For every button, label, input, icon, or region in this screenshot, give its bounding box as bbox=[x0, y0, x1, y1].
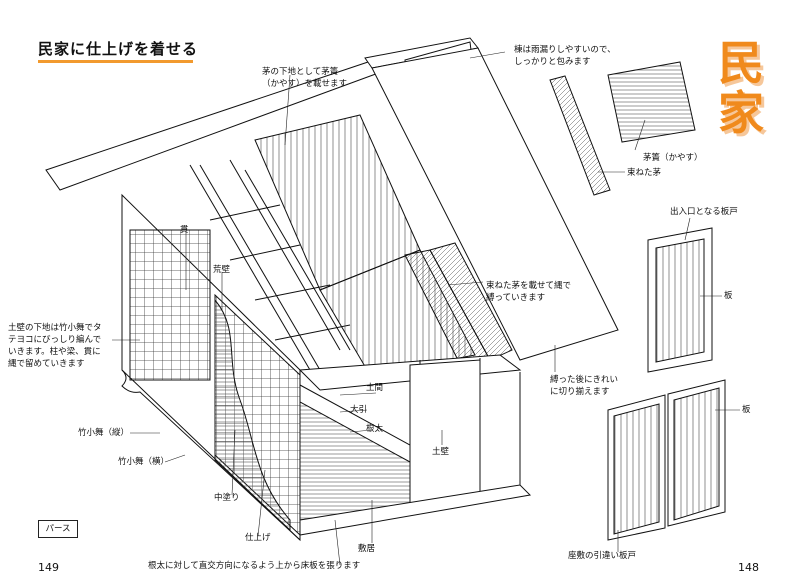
label-tsuchikabe: 土壁 bbox=[432, 447, 450, 457]
label-sliding: 座敷の引違い板戸 bbox=[568, 551, 637, 561]
label-neda: 根太 bbox=[366, 424, 384, 434]
label-nakanuri: 中塗り bbox=[214, 493, 240, 503]
label-tsuchikabe-note: 土壁の下地は竹小舞でタ テヨコにびっしり編んで いきます。柱や梁、貫に 縄で留め… bbox=[8, 323, 102, 369]
label-arakabe: 荒壁 bbox=[213, 265, 231, 275]
label-ridge: 棟は雨漏りしやすいので、 しっかりと包みます bbox=[514, 45, 616, 67]
label-doma: 土間 bbox=[366, 383, 384, 393]
label-ita-1: 板 bbox=[724, 291, 733, 301]
label-shikii: 敷居 bbox=[358, 544, 376, 554]
label-nuki: 貫 bbox=[180, 225, 189, 235]
label-ita-2: 板 bbox=[742, 405, 751, 415]
label-kayasu: 茅簀（かやす） bbox=[643, 153, 703, 163]
label-komai-v: 竹小舞（縦） bbox=[78, 428, 130, 438]
side-title-char-2: 家 bbox=[718, 86, 764, 140]
label-door-top: 出入口となる板戸 bbox=[670, 207, 738, 217]
side-title-char-1: 民 bbox=[718, 36, 764, 90]
page-number-right: 148 bbox=[738, 561, 759, 574]
label-tabane-rope: 束ねた茅を載せて縄で 縛っていきます bbox=[486, 281, 572, 303]
page-number-left: 149 bbox=[38, 561, 59, 574]
label-kaya-base: 茅の下地として茅簀 （かやす）を載せます bbox=[262, 67, 348, 89]
title-underline bbox=[38, 60, 193, 63]
label-komai-h: 竹小舞（横） bbox=[118, 457, 170, 467]
label-tabane: 束ねた茅 bbox=[627, 168, 662, 178]
perspective-badge: パース bbox=[38, 520, 78, 538]
label-trim: 縛った後にきれい に切り揃えます bbox=[550, 375, 619, 397]
label-floor-note: 根太に対して直交方向になるよう上から床板を張ります bbox=[148, 561, 361, 571]
label-oobiki: 大引 bbox=[350, 405, 368, 415]
page-title: 民家に仕上げを着せる bbox=[38, 40, 199, 58]
label-shiage: 仕上げ bbox=[245, 533, 271, 543]
